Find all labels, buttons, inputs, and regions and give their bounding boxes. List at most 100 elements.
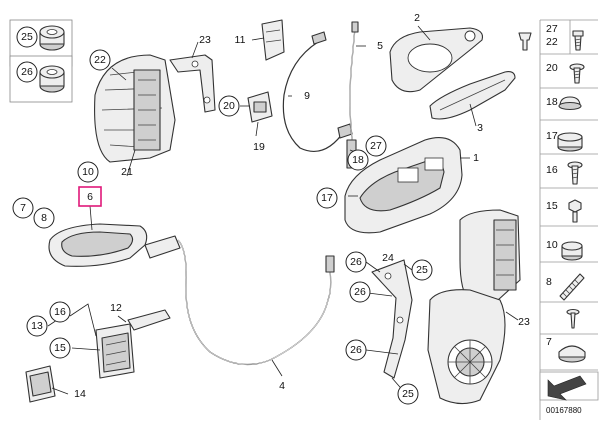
callout-25-a[interactable]: 25 (411, 259, 433, 281)
screw-icon (566, 308, 580, 329)
svg-text:26: 26 (350, 256, 362, 268)
left-sidebar (9, 19, 73, 103)
svg-text:9: 9 (304, 90, 310, 102)
callout-26-left[interactable]: 26 (16, 61, 38, 83)
grommet-icon (557, 132, 583, 152)
bushing-icon (561, 241, 583, 261)
callout-6[interactable]: 6 (87, 191, 93, 203)
callout-12[interactable]: 12 (110, 302, 122, 314)
callout-22[interactable]: 22 (89, 49, 111, 71)
svg-text:18: 18 (546, 96, 558, 108)
buffer-block-part (25, 365, 56, 403)
leader-lines (47, 25, 519, 395)
cap-icon (558, 96, 582, 111)
svg-text:7: 7 (20, 202, 26, 214)
callout-13[interactable]: 13 (26, 315, 48, 337)
spring-icon (559, 273, 585, 301)
screw-icon (567, 161, 583, 185)
callout-3[interactable]: 3 (477, 122, 483, 134)
svg-text:11: 11 (235, 34, 246, 46)
callout-23-top[interactable]: 23 (199, 34, 211, 46)
cap-icon (558, 345, 586, 363)
callout-2[interactable]: 2 (414, 12, 420, 24)
svg-text:12: 12 (110, 302, 122, 314)
svg-text:25: 25 (402, 388, 414, 400)
svg-text:20: 20 (546, 62, 558, 74)
svg-text:3: 3 (477, 122, 483, 134)
callout-26-c[interactable]: 26 (345, 339, 367, 361)
callout-20[interactable]: 20 (218, 95, 240, 117)
callout-17-right[interactable]: 17 (546, 130, 558, 142)
callout-24[interactable]: 24 (382, 252, 394, 264)
svg-text:17: 17 (546, 130, 558, 142)
svg-text:26: 26 (354, 286, 366, 298)
callout-15[interactable]: 15 (49, 337, 71, 359)
nut-icon (39, 65, 65, 93)
cable-4 (177, 239, 335, 366)
callout-1[interactable]: 1 (473, 152, 479, 164)
callout-16[interactable]: 16 (49, 301, 71, 323)
callout-7[interactable]: 7 (12, 197, 34, 219)
callout-25-b[interactable]: 25 (397, 383, 419, 405)
svg-text:18: 18 (352, 154, 364, 166)
svg-text:26: 26 (21, 66, 33, 78)
reference-number: 00167880 (546, 406, 582, 415)
lock-housing-part (94, 54, 176, 163)
svg-text:10: 10 (546, 239, 558, 251)
callout-18[interactable]: 18 (347, 149, 369, 171)
callout-25-left[interactable]: 25 (16, 26, 38, 48)
callout-15-right[interactable]: 15 (546, 200, 558, 212)
callout-23[interactable]: 23 (518, 316, 530, 328)
svg-text:25: 25 (416, 264, 428, 276)
rod-5 (346, 21, 359, 169)
svg-text:22: 22 (94, 54, 106, 66)
direction-arrow-icon (539, 371, 599, 401)
clip-part (247, 91, 273, 123)
svg-text:25: 25 (21, 31, 33, 43)
svg-text:8: 8 (546, 276, 552, 288)
callout-8[interactable]: 8 (33, 207, 55, 229)
callout-11[interactable]: 11 (235, 34, 246, 46)
door-lock-part (427, 209, 521, 405)
svg-text:21: 21 (121, 166, 133, 178)
callout-5[interactable]: 5 (377, 40, 383, 52)
outer-handle-part (429, 71, 516, 120)
callout-19[interactable]: 19 (253, 141, 265, 153)
svg-text:27: 27 (546, 23, 558, 35)
callout-27-right[interactable]: 27 (546, 23, 558, 35)
callout-8-right[interactable]: 8 (546, 276, 552, 288)
svg-text:19: 19 (253, 141, 265, 153)
callout-22-right[interactable]: 22 (546, 36, 558, 48)
callout-10-right[interactable]: 10 (546, 239, 558, 251)
svg-text:26: 26 (350, 344, 362, 356)
callout-26-a[interactable]: 26 (345, 251, 367, 273)
callout-18-right[interactable]: 18 (546, 96, 558, 108)
bolt-icon (568, 199, 582, 223)
svg-text:10: 10 (82, 166, 94, 178)
callout-16-right[interactable]: 16 (546, 164, 558, 176)
svg-text:23: 23 (199, 34, 211, 46)
callout-26-b[interactable]: 26 (349, 281, 371, 303)
inner-handle-part (48, 223, 181, 267)
callout-17[interactable]: 17 (316, 187, 338, 209)
right-sidebar (518, 19, 599, 420)
svg-text:27: 27 (370, 140, 382, 152)
svg-text:8: 8 (41, 212, 47, 224)
callout-7-right[interactable]: 7 (546, 336, 552, 348)
callout-9[interactable]: 9 (304, 90, 310, 102)
callouts: 25 26 27 22 20 18 17 16 15 10 8 7 22 10 … (12, 12, 558, 405)
callout-10[interactable]: 10 (77, 161, 99, 183)
screw-icon (569, 63, 585, 84)
callout-14[interactable]: 14 (74, 388, 86, 400)
svg-text:16: 16 (546, 164, 558, 176)
callout-4[interactable]: 4 (279, 380, 285, 392)
callout-27[interactable]: 27 (365, 135, 387, 157)
callout-20-right[interactable]: 20 (546, 62, 558, 74)
highlight-box (78, 186, 102, 207)
svg-text:15: 15 (54, 342, 66, 354)
pin-icon (518, 32, 532, 51)
callout-21[interactable]: 21 (121, 166, 133, 178)
svg-text:13: 13 (31, 320, 43, 332)
handle-carrier-part (344, 137, 463, 234)
